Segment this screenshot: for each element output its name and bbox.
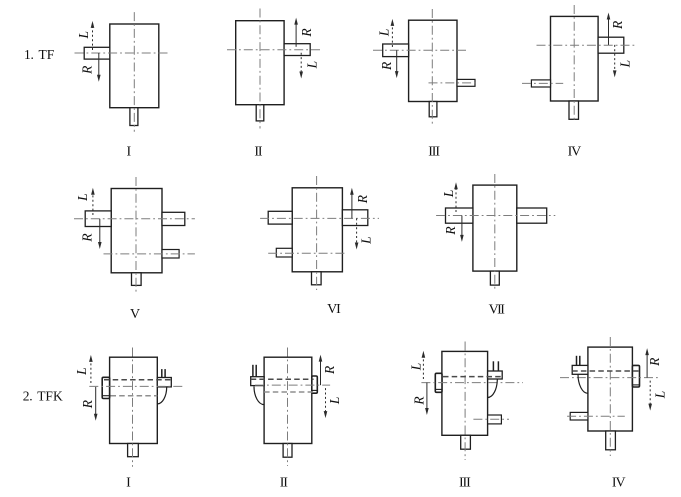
svg-text:I: I (126, 144, 131, 159)
svg-text:R: R (379, 61, 394, 71)
svg-text:L: L (305, 61, 320, 70)
svg-text:L: L (358, 236, 373, 245)
svg-text:1: 1 (24, 47, 31, 62)
svg-text:L: L (76, 31, 91, 40)
svg-text:.: . (31, 47, 34, 62)
svg-text:TFK: TFK (37, 388, 63, 403)
svg-text:2: 2 (23, 388, 30, 403)
svg-text:L: L (618, 60, 633, 69)
svg-text:IV: IV (568, 144, 582, 159)
svg-text:II: II (254, 144, 263, 159)
svg-text:TF: TF (39, 47, 55, 62)
svg-text:R: R (355, 194, 370, 204)
svg-text:VII: VII (489, 302, 506, 317)
svg-text:R: R (411, 396, 426, 406)
svg-text:L: L (408, 363, 423, 372)
svg-text:.: . (29, 388, 32, 403)
svg-text:L: L (653, 391, 668, 400)
svg-text:R: R (443, 226, 458, 236)
svg-text:II: II (280, 476, 289, 491)
svg-text:IV: IV (612, 476, 626, 491)
svg-text:III: III (459, 476, 471, 491)
svg-text:R: R (80, 399, 95, 409)
svg-text:R: R (79, 65, 94, 75)
svg-text:R: R (80, 233, 95, 243)
svg-text:R: R (299, 28, 314, 38)
svg-text:L: L (75, 193, 90, 202)
svg-text:R: R (610, 20, 625, 30)
svg-text:V: V (130, 307, 140, 322)
svg-text:R: R (322, 365, 337, 375)
svg-text:III: III (428, 144, 440, 159)
svg-text:L: L (441, 190, 456, 199)
svg-text:L: L (377, 29, 392, 38)
svg-text:L: L (74, 367, 89, 376)
svg-text:R: R (647, 357, 662, 367)
svg-text:I: I (126, 476, 131, 491)
svg-text:VI: VI (327, 302, 341, 317)
svg-text:L: L (327, 397, 342, 406)
